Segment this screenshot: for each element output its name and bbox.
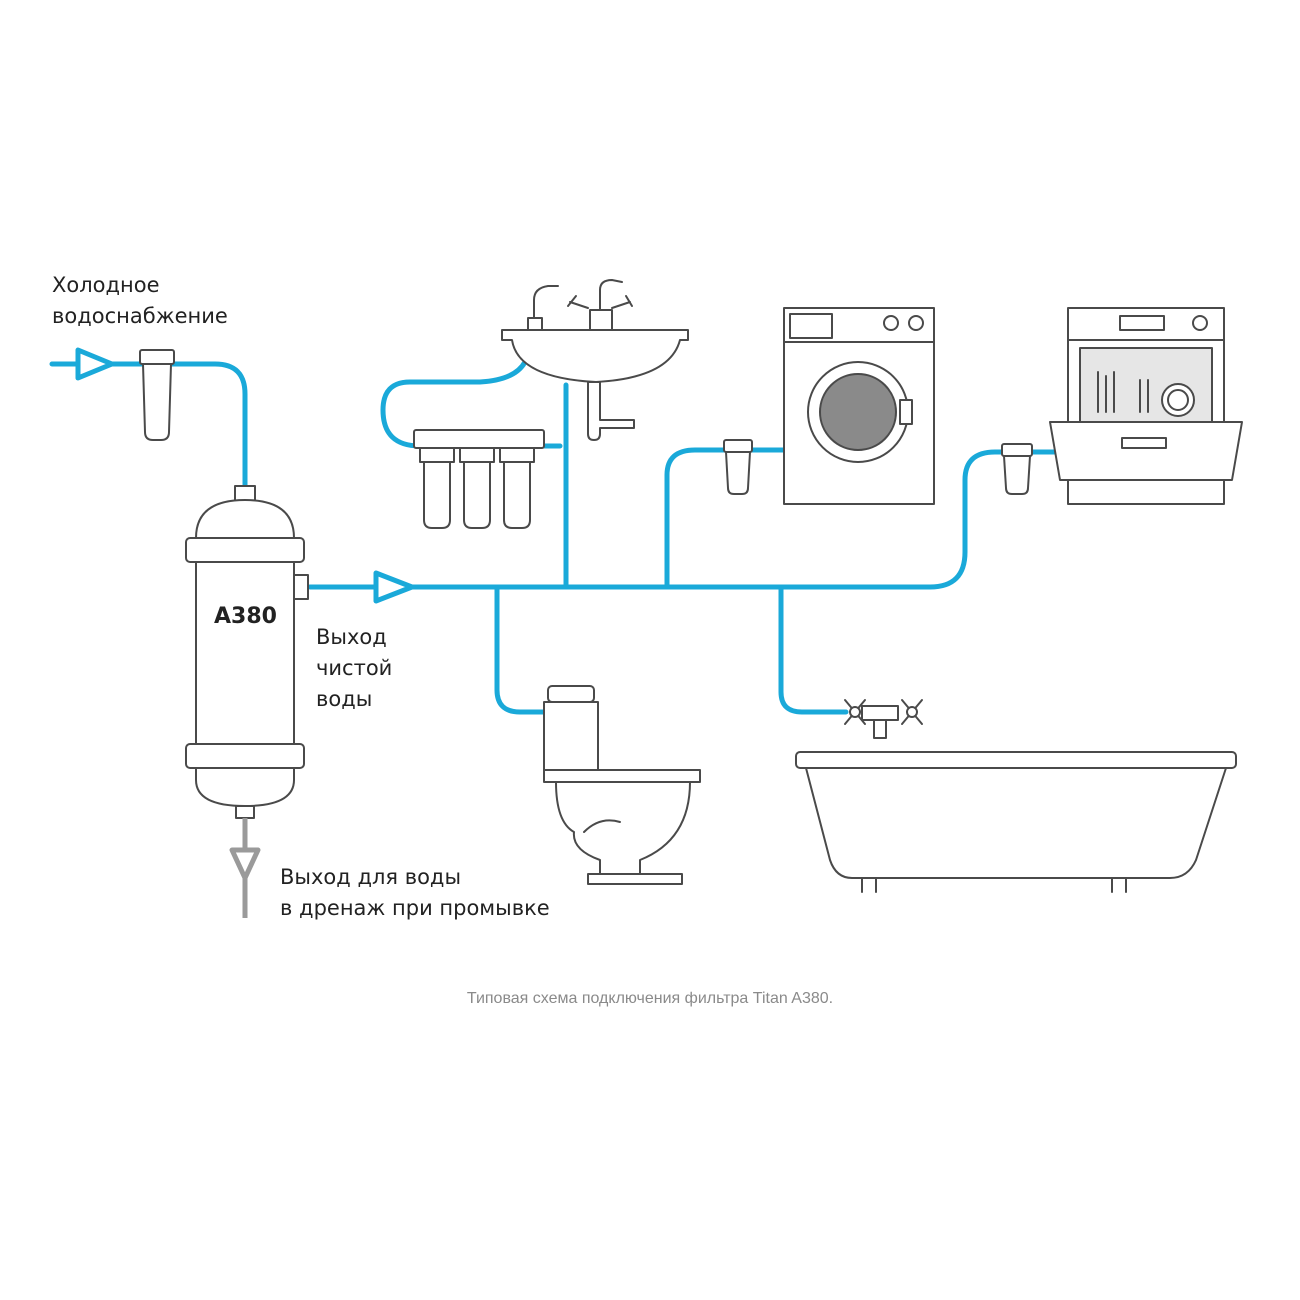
ro-sink-pipe <box>380 359 528 449</box>
sink-icon <box>501 279 689 441</box>
inlet-pipe <box>49 361 248 493</box>
cold-supply-line-1: Холодное <box>52 273 160 297</box>
bathtub-icon <box>795 751 1237 893</box>
washing-machine-icon <box>723 307 935 505</box>
drain-pipe <box>229 818 261 918</box>
water-pipes <box>49 359 1058 715</box>
washer-branch-pipe <box>664 447 788 590</box>
drain-output-label: Выход для воды в дренаж при промывке <box>280 862 550 924</box>
inlet-arrow-icon <box>75 347 115 381</box>
clean-output-label: Выход чистой воды <box>316 622 392 715</box>
dishwasher-icon <box>1001 307 1243 505</box>
cold-supply-line-2: водоснабжение <box>52 304 228 328</box>
bath-branch-pipe <box>778 584 849 715</box>
toilet-branch-pipe <box>494 584 573 715</box>
filter-model-label: A380 <box>214 604 277 629</box>
main-filter-icon <box>185 485 309 819</box>
toilet-icon <box>543 685 701 885</box>
bath-faucet-icon <box>844 699 923 739</box>
reverse-osmosis-filter-icon <box>413 429 545 529</box>
drain-output-line-2: в дренаж при промывке <box>280 896 550 920</box>
outlet-arrow-icon <box>373 570 415 604</box>
diagram-caption: Типовая схема подключения фильтра Titan … <box>466 990 834 1007</box>
cold-supply-label: Холодное водоснабжение <box>52 270 228 332</box>
clean-output-line-2: чистой <box>316 656 393 680</box>
clean-output-line-3: воды <box>316 687 373 711</box>
drain-output-line-1: Выход для воды <box>280 865 462 889</box>
pre-filter-icon <box>139 349 175 441</box>
main-pipe <box>307 449 1058 590</box>
clean-output-line-1: Выход <box>316 625 387 649</box>
